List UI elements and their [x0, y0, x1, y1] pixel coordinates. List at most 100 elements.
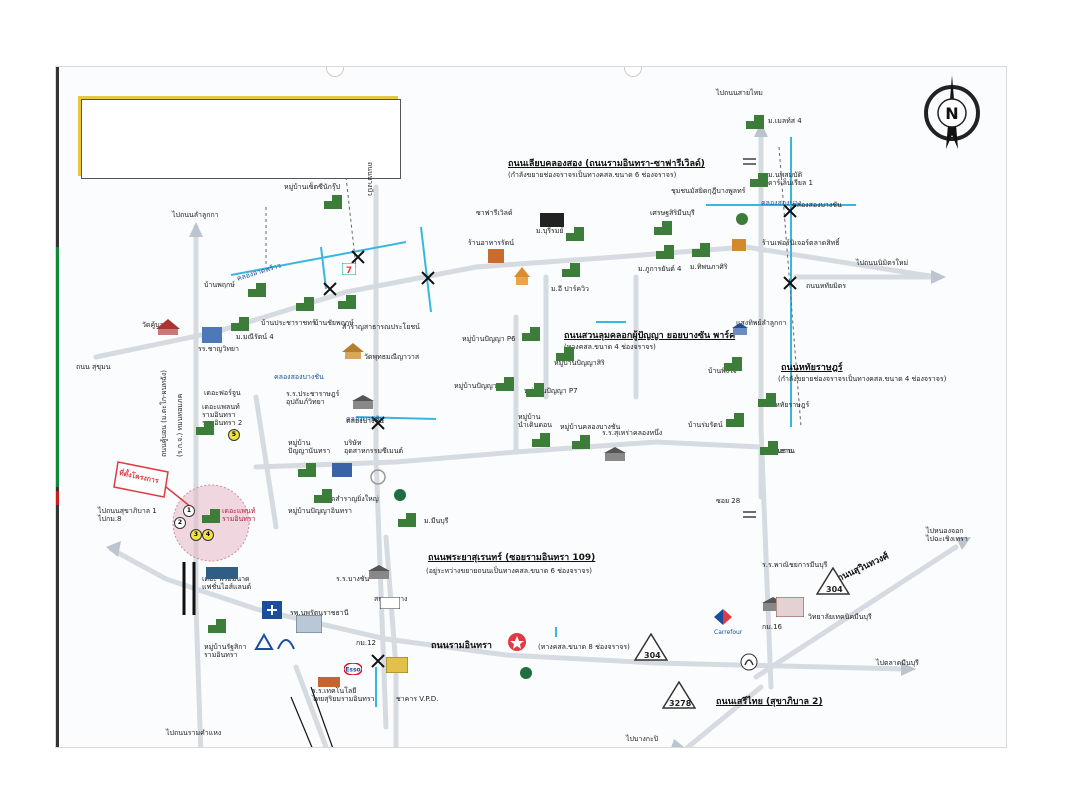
canal-label-3: คลองบางชัน — [346, 415, 384, 423]
binding-mark — [56, 491, 59, 505]
road-ram-inthra-sub: (ทางคสล.ขนาด 8 ช่องจราจร) — [538, 643, 630, 651]
place-label: บ้านประชาราชทร์ — [261, 319, 316, 327]
place-label: บ้านร่มรัตน์ — [688, 421, 723, 429]
marker-number: 3 — [190, 529, 202, 541]
place-label: คลองสองบางชัน — [792, 201, 842, 209]
place-label: ตลาดสำราญยิ่งใหญ่ — [318, 495, 379, 503]
place-label: ม.สินธาน — [766, 447, 795, 455]
place-label: หมู่บ้านปัญญาอินทรา — [288, 507, 352, 515]
place-label: วัดคู้บอน — [142, 321, 169, 329]
place-label: ม.บุรีรมย์ — [536, 227, 564, 235]
title-box — [81, 99, 401, 179]
map-sheet: N ไปถนนลำลูกกา ไปถนนสายไหม ไปถนนนิมิตรให… — [55, 66, 1007, 748]
village-icon — [338, 295, 356, 309]
sign-icon — [380, 597, 400, 609]
village-icon — [522, 327, 540, 341]
village-icon — [654, 221, 672, 235]
place-label: ร้านเฟอร์นิเจอร์ตลาดสิทธิ์ — [762, 239, 840, 247]
place-label: ร.ร.สุเหร่าคลองหนึ่ง — [602, 429, 663, 437]
canal-label-2: คลองสองบาง — [761, 199, 802, 207]
village-icon — [526, 383, 544, 397]
marker-number: 1 — [183, 505, 195, 517]
highway-shield-number: 3278 — [669, 699, 692, 708]
dir-left-upper: ถนน สุขุมน — [76, 363, 111, 371]
place-label: บริษัท อุตสาหกรรมซีเมนต์ — [344, 439, 404, 455]
place-label: ร.ร.พาณิชยการมีนบุรี — [762, 561, 828, 569]
place-label: รร.ชาญวิทยา — [198, 345, 239, 353]
village-icon — [656, 245, 674, 259]
hospital-icon — [262, 601, 282, 619]
road-network — [93, 122, 971, 747]
place-label: หมู่บ้านปัญญา P7 — [524, 387, 578, 395]
road-soi-28: ซอย 28 — [716, 497, 741, 505]
village-icon — [746, 115, 764, 129]
village-icon — [398, 513, 416, 527]
place-label: เดอะ พรอมนาด แฟชั่นไอส์แลนด์ — [202, 575, 252, 591]
highway-shield-icon — [816, 567, 850, 595]
marker-number: 2 — [174, 517, 186, 529]
village-icon — [298, 463, 316, 477]
place-label: ร.ร.เทคโนโลยี ไทยสุริยมรามอินทรา — [312, 687, 375, 703]
place-label: กม.16 — [762, 623, 782, 631]
place-label: หมู่บ้านปัญญา P6 — [462, 335, 516, 343]
school-icon — [352, 395, 374, 409]
place-label: เดอะฟอร์จูน — [204, 389, 241, 397]
place-label: หมู่บ้านปัญญาสิริ — [554, 359, 605, 367]
hospital-building-icon — [296, 615, 322, 633]
village-icon — [314, 489, 332, 503]
road-seri-thai: ถนนเสรีไทย (สุขาภิบาล 2) — [716, 697, 823, 707]
place-label: คลองบางชัน — [346, 417, 384, 425]
dir-right-mid: ถนนหทัยมิตร — [806, 282, 847, 290]
school-icon — [604, 447, 626, 461]
place-label: ร้านอาหารรัตน์ — [468, 239, 515, 247]
seven-eleven-icon: 7 — [342, 263, 356, 275]
place-label: Carrefour — [714, 629, 743, 636]
road-liap-khlong-song: ถนนเลียบคลองสอง (ถนนรามอินทรา-ซาฟารีเวิล… — [508, 159, 705, 169]
factory-icon — [332, 463, 352, 477]
place-label: ม.เมลท์ส 4 — [768, 117, 802, 125]
dir-right-far: ไปหนองจอก ไปฉะเชิงเทรา — [926, 527, 968, 543]
place-label: กม.12 — [356, 639, 376, 647]
compass-letter: N — [945, 104, 958, 123]
road-phraya-suren: ถนนพระยาสุเรนทร์ (ซอยรามอินทรา 109) — [428, 553, 596, 563]
village-icon — [296, 297, 314, 311]
village-icon — [692, 243, 710, 257]
project-building-icon — [202, 509, 220, 523]
village-icon — [208, 619, 226, 633]
dir-left-mid: ไปถนนสุขาภิบาล 1 ไปกม.8 — [98, 507, 157, 523]
place-label: แสงทิพย์ลำลูกกา — [736, 319, 787, 327]
highway-shield-number: 304 — [644, 651, 661, 660]
svg-text:Esso: Esso — [345, 667, 360, 674]
carrefour-icon — [714, 609, 732, 625]
place-label: ร.ร.บางชัน — [336, 575, 370, 583]
place-label: ม.มีนบุรี — [424, 517, 449, 525]
village-icon — [562, 263, 580, 277]
village-icon — [556, 347, 574, 361]
highway-shield-number: 304 — [826, 585, 843, 594]
ptt-icon — [520, 667, 532, 679]
place-label: หมู่บ้าน ปัญญานันทรา — [288, 439, 331, 455]
place-label: หมู่บ้านรัฐสิกา รามอินทรา — [204, 643, 247, 659]
road-vertical-left-1: ถนนคู้บอน (ม.ตะโก-ผนทฉัง) — [160, 370, 168, 457]
place-label: ม.ทิพนภาศิริ — [690, 263, 728, 271]
place-label: ชุมชนมัสยิดกุฎีบางพูลทร์ — [671, 187, 746, 195]
place-label: เดอะแพนท์ รามอินทรา — [222, 507, 256, 523]
building-blue-icon — [202, 327, 222, 343]
marker-number: 5 — [228, 429, 240, 441]
svg-text:7: 7 — [346, 266, 352, 275]
village-icon — [231, 317, 249, 331]
marker-number: 4 — [202, 529, 214, 541]
place-label: ม.มณีรัตน์ 4 — [236, 333, 274, 341]
binding-strip — [56, 247, 59, 487]
village-icon — [758, 393, 776, 407]
place-label: เดอะแพลนท์ รามอินทรา รามอินทรา 2 — [202, 403, 243, 427]
texaco-icon — [508, 633, 526, 651]
dir-top-left: ไปถนนลำลูกกา — [172, 211, 219, 219]
dir-right-lower: ไปตลาดมีนบุรี — [876, 659, 919, 667]
ptt-icon — [394, 489, 406, 501]
road-suan-lum: ถนนสวนลุมคลอกผู้ปัญญา ยอยบางซัน พาร์ค — [564, 331, 736, 341]
school-icon — [368, 565, 390, 579]
road-liap-khlong-song-sub: (กำลังขยายช่องจราจรเป็นทางคสล.ขนาด 6 ช่อ… — [508, 171, 677, 179]
dir-bottom-left: ไปถนนรามคำแหง — [166, 729, 222, 737]
temple-icon — [156, 319, 180, 335]
